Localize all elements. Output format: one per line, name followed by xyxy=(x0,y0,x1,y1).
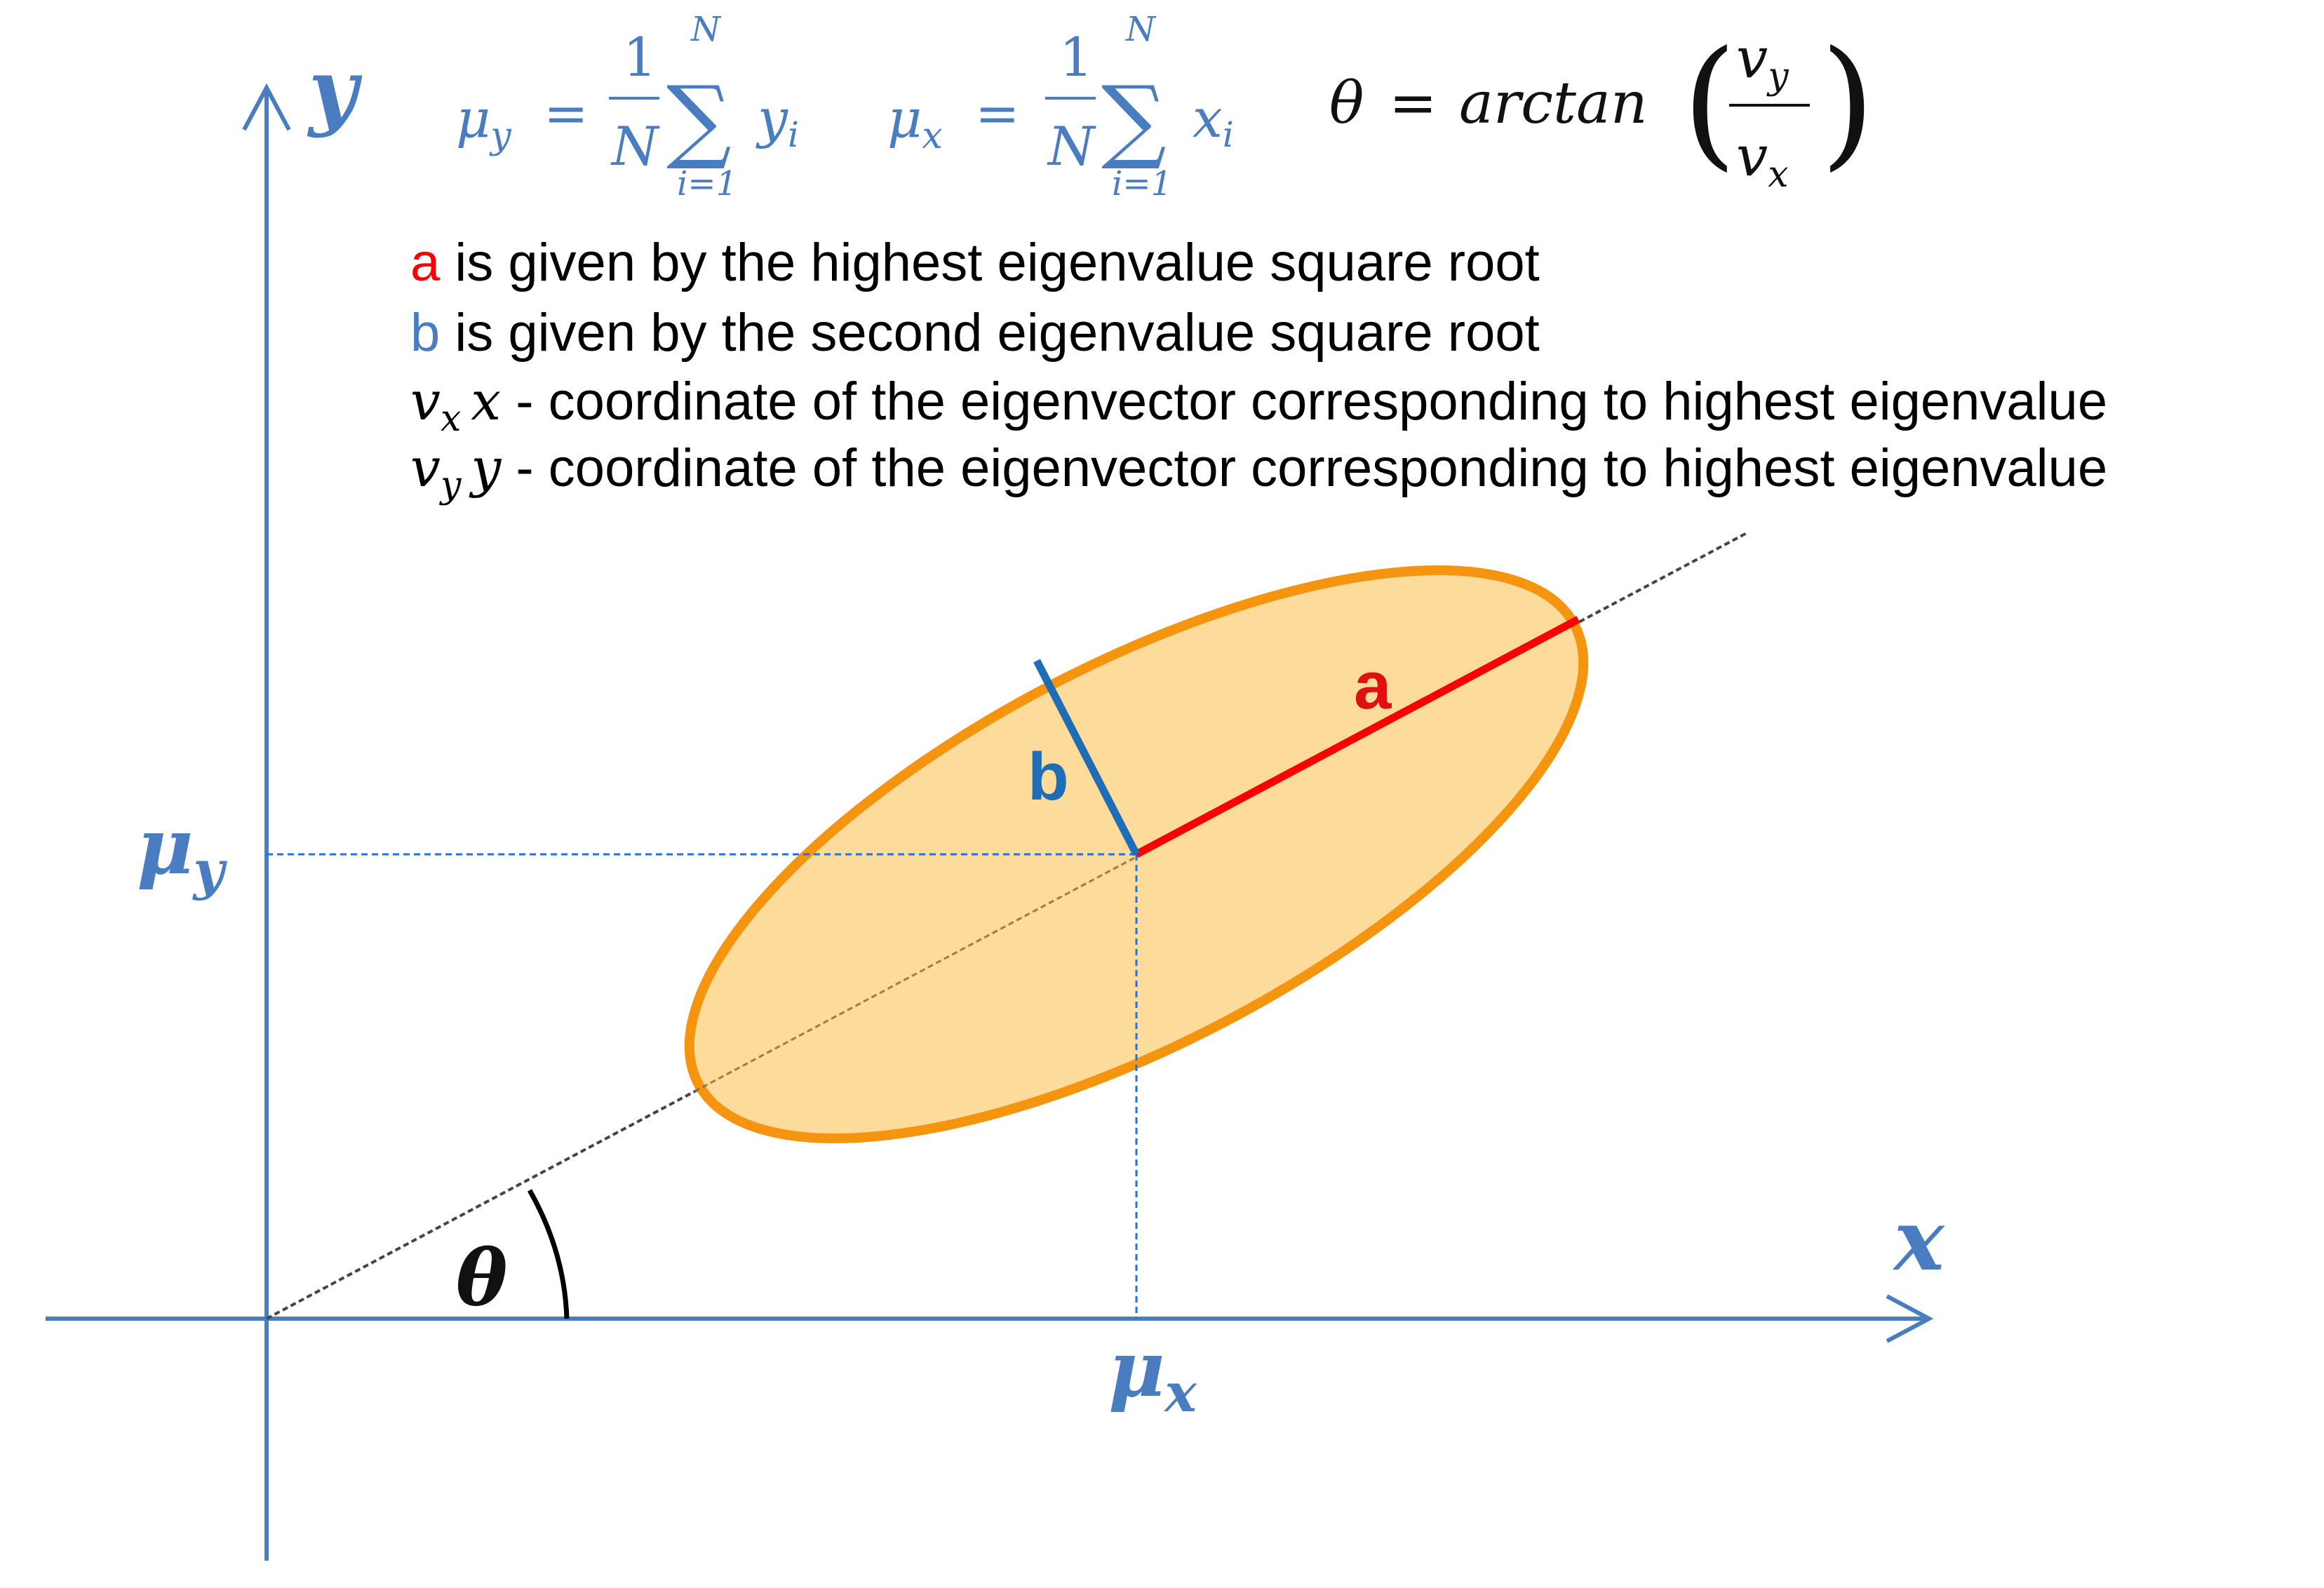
svg-text:θ: θ xyxy=(1329,70,1364,137)
y-axis-label: y xyxy=(307,41,363,140)
label-b: b xyxy=(1028,739,1069,814)
theta-arc xyxy=(527,1189,570,1319)
svg-text:yi: yi xyxy=(755,87,799,155)
notes-block: a is given by the highest eigenvalue squ… xyxy=(410,233,2107,506)
mu-x-label: μx xyxy=(1108,1324,1198,1424)
major-semi-axis-a xyxy=(1134,616,1580,858)
svg-text:∑: ∑ xyxy=(1101,66,1167,173)
svg-text:xi: xi xyxy=(1193,87,1234,155)
label-a: a xyxy=(1354,648,1392,723)
svg-text:μy: μy xyxy=(456,87,511,157)
svg-text:vx: vx xyxy=(1736,123,1789,196)
svg-text:N: N xyxy=(610,115,660,177)
svg-text:vy: vy xyxy=(1736,25,1789,97)
svg-text:N: N xyxy=(690,10,722,49)
equation-theta: θ = arctan ( vy vx ) xyxy=(1329,21,1875,196)
mu-y-label: μy xyxy=(137,801,228,901)
svg-text:1: 1 xyxy=(1059,26,1093,88)
equation-mu-x: μx = 1 N N ∑ i=1 xi xyxy=(887,10,1234,203)
minor-semi-axis-b xyxy=(1033,659,1140,856)
svg-text:1: 1 xyxy=(623,26,657,88)
svg-text:μx: μx xyxy=(887,87,943,157)
note-a: a is given by the highest eigenvalue squ… xyxy=(410,233,1540,292)
svg-text:=: = xyxy=(1389,70,1437,137)
note-b: b is given by the second eigenvalue squa… xyxy=(410,303,1540,363)
svg-text:(: ( xyxy=(1682,21,1737,184)
x-axis-label: x xyxy=(1892,1191,1945,1290)
svg-text:N: N xyxy=(1125,10,1157,49)
svg-text:i=1: i=1 xyxy=(677,164,737,203)
y-axis-arrowhead xyxy=(242,83,291,131)
svg-text:arctan: arctan xyxy=(1459,70,1648,137)
svg-text:i=1: i=1 xyxy=(1112,164,1172,203)
equation-mu-y: μy = 1 N N ∑ i=1 yi xyxy=(456,10,799,203)
svg-text:): ) xyxy=(1820,21,1875,184)
svg-text:=: = xyxy=(544,82,589,144)
theta-label: θ xyxy=(456,1232,507,1323)
svg-text:∑: ∑ xyxy=(666,66,732,173)
x-axis-arrowhead xyxy=(1886,1294,1934,1343)
svg-text:N: N xyxy=(1047,115,1096,177)
svg-text:=: = xyxy=(975,82,1020,144)
